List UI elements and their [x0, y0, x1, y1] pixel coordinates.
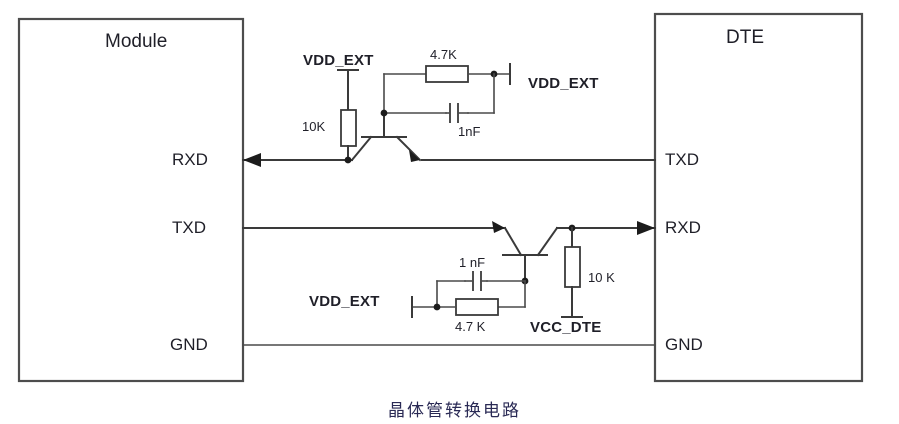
upper-transistor: [350, 112, 422, 162]
module-pin-txd: TXD: [172, 218, 206, 237]
lower-transistor: [502, 226, 559, 282]
label-vcc-dte: VCC_DTE: [530, 319, 602, 336]
label-capacitor-1nf-lower: 1 nF: [459, 255, 486, 270]
lower-pullup-branch: [561, 227, 583, 318]
label-resistor-4k7-lower: 4.7 K: [455, 319, 486, 334]
lower-base-network: [411, 271, 529, 318]
wire-module-txd-to-transistor: [242, 221, 506, 233]
label-vdd-ext-upper-right: VDD_EXT: [528, 75, 599, 92]
dte-title: DTE: [726, 27, 764, 48]
label-resistor-10k-upper: 10K: [302, 119, 326, 134]
diagram-caption: 晶体管转换电路: [388, 401, 521, 420]
module-block: [17, 17, 245, 383]
module-rxd-arrow: [243, 153, 261, 167]
resistor-4k7-upper: [425, 65, 469, 83]
module-pin-rxd: RXD: [172, 150, 208, 169]
dte-pin-rxd: RXD: [665, 218, 701, 237]
dte-pin-txd: TXD: [665, 150, 699, 169]
upper-transistor-arrow: [409, 150, 420, 162]
upper-pullup-branch: [337, 69, 359, 164]
junction-dot: [344, 156, 352, 164]
label-capacitor-1nf-upper: 1nF: [458, 124, 481, 139]
wire-transistor-to-module-rxd: [242, 153, 353, 167]
junction-dot: [433, 303, 441, 311]
label-vdd-ext-upper: VDD_EXT: [303, 52, 374, 69]
resistor-10k-lower: [564, 246, 581, 288]
lower-transistor-arrow: [492, 221, 505, 233]
module-pin-gnd: GND: [170, 335, 208, 354]
dte-block: [653, 12, 864, 383]
module-title: Module: [105, 31, 168, 52]
dte-rxd-arrow: [637, 221, 655, 235]
dte-pin-gnd: GND: [665, 335, 703, 354]
label-vdd-ext-lower: VDD_EXT: [309, 293, 380, 310]
label-resistor-4k7-upper: 4.7K: [430, 47, 457, 62]
label-resistor-10k-lower: 10 K: [588, 270, 615, 285]
junction-dot: [380, 109, 388, 117]
resistor-4k7-lower: [455, 298, 499, 316]
resistor-10k-upper: [340, 109, 357, 147]
upper-base-network: [380, 63, 511, 123]
